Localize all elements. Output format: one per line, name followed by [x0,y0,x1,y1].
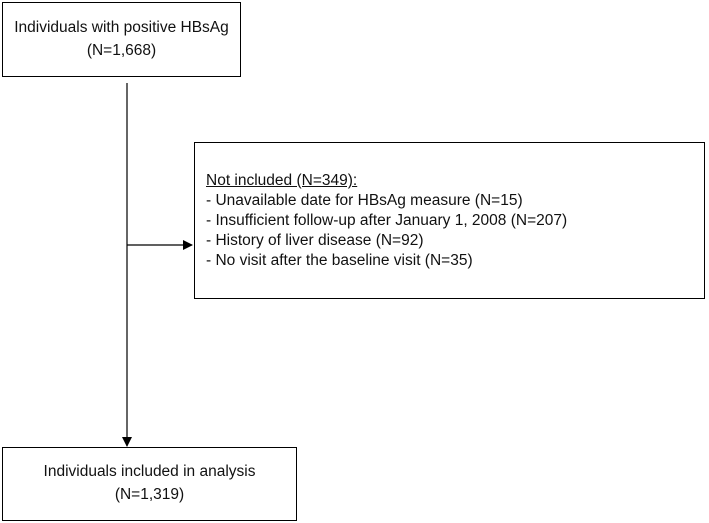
exclusion-content: Not included (N=349): - Unavailable date… [206,171,567,271]
exclusion-box: Not included (N=349): - Unavailable date… [194,142,705,299]
enrolled-count: (N=1,668) [86,42,157,59]
enrolled-label: Individuals with positive HBsAg [14,19,229,36]
exclusion-list: - Unavailable date for HBsAg measure (N=… [206,191,567,271]
analysis-label: Individuals included in analysis [43,463,256,480]
exclusion-item-liver-disease: - History of liver disease (N=92) [206,232,424,249]
exclusion-item-no-visit: - No visit after the baseline visit (N=3… [206,252,473,269]
exclusion-heading: Not included (N=349): [206,172,358,189]
analysis-box: Individuals included in analysis (N=1,31… [2,447,297,521]
enrolled-box: Individuals with positive HBsAg (N=1,668… [2,2,241,77]
enrolled-text: Individuals with positive HBsAg (N=1,668… [3,16,240,62]
exclusion-item-insufficient-followup: - Insufficient follow-up after January 1… [206,212,568,229]
analysis-count: (N=1,319) [114,486,185,503]
analysis-text: Individuals included in analysis (N=1,31… [3,460,296,506]
exclusion-item-unavailable-date: - Unavailable date for HBsAg measure (N=… [206,192,523,209]
